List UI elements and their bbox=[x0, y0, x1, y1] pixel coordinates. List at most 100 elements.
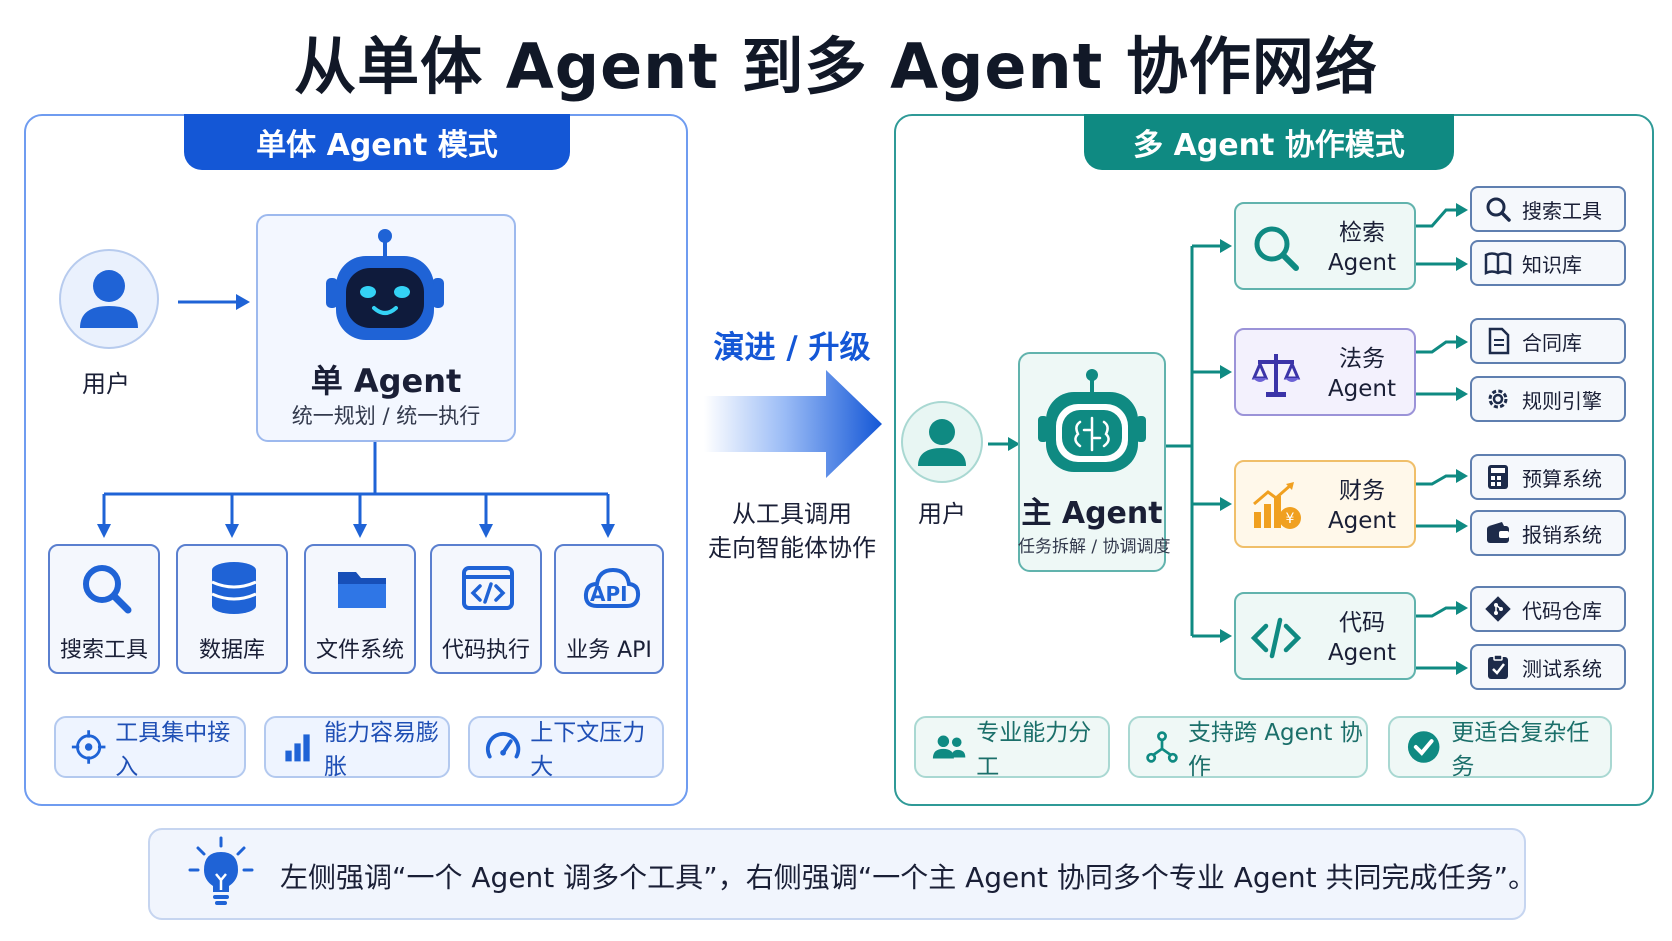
resource-label: 报销系统 bbox=[1522, 522, 1602, 547]
code-agent-card: 代码 Agent bbox=[1234, 592, 1416, 680]
agents-to-resources-connectors bbox=[1416, 203, 1468, 675]
tool-label: 数据库 bbox=[198, 638, 265, 663]
legal-agent-card: 法务 Agent bbox=[1234, 328, 1416, 416]
resource-reimbursement-system: 报销系统 bbox=[1470, 510, 1626, 556]
resource-label: 测试系统 bbox=[1522, 656, 1602, 681]
book-icon bbox=[1484, 252, 1512, 276]
tool-label: 搜索工具 bbox=[59, 638, 148, 663]
user-to-main-arrow bbox=[988, 437, 1020, 451]
single-agent-title: 单 Agent bbox=[310, 362, 462, 400]
evolution-label: 演进 / 升级 bbox=[713, 330, 871, 366]
page-title: 从单体 Agent 到多 Agent 协作网络 bbox=[294, 30, 1378, 103]
resource-label: 知识库 bbox=[1522, 252, 1582, 277]
api-badge: API bbox=[590, 582, 628, 606]
pill-label: 工具集中接入 bbox=[115, 720, 231, 780]
code-icon bbox=[1250, 617, 1302, 659]
brain-robot-icon bbox=[1034, 366, 1150, 478]
main-agent-title: 主 Agent bbox=[1021, 496, 1163, 531]
resource-label: 搜索工具 bbox=[1522, 198, 1602, 223]
resource-budget-system: 预算系统 bbox=[1470, 454, 1626, 500]
resource-knowledge-base: 知识库 bbox=[1470, 240, 1626, 286]
pill-label: 能力容易膨胀 bbox=[323, 720, 439, 780]
agent-name: 代码 bbox=[1339, 610, 1385, 636]
agent-type: Agent bbox=[1327, 250, 1397, 276]
tool-label: 文件系统 bbox=[315, 638, 404, 663]
user-avatar-icon bbox=[900, 400, 984, 484]
calculator-icon bbox=[1488, 465, 1508, 489]
summary-text: 左侧强调“一个 Agent 调多个工具”，右侧强调“一个主 Agent 协同多个… bbox=[280, 861, 1537, 894]
user-to-agent-arrow bbox=[178, 294, 250, 310]
pill-label: 专业能力分工 bbox=[976, 720, 1092, 780]
main-agent-subtitle: 任务拆解 / 协调调度 bbox=[1018, 537, 1171, 557]
user-avatar-icon bbox=[58, 248, 160, 350]
robot-icon bbox=[322, 226, 448, 348]
search-icon bbox=[1486, 197, 1511, 222]
retrieval-agent-card: 检索 Agent bbox=[1234, 202, 1416, 290]
resource-label: 代码仓库 bbox=[1522, 598, 1602, 623]
pill-complex-tasks: 更适合复杂任务 bbox=[1388, 716, 1612, 780]
evolution-caption-line1: 从工具调用 bbox=[732, 500, 852, 528]
pill-label: 上下文压力大 bbox=[530, 720, 646, 780]
check-circle-icon bbox=[1407, 731, 1440, 763]
tool-business-api: API 业务 API bbox=[554, 544, 664, 674]
git-icon bbox=[1485, 596, 1511, 622]
finance-chart-icon: ¥ bbox=[1253, 482, 1301, 529]
single-agent-tab: 单体 Agent 模式 bbox=[184, 114, 570, 170]
pill-label: 支持跨 Agent 协作 bbox=[1188, 720, 1363, 780]
agent-type: Agent bbox=[1327, 508, 1397, 534]
database-icon bbox=[211, 562, 257, 614]
gear-icon bbox=[1488, 389, 1508, 409]
folder-icon bbox=[338, 572, 386, 608]
pill-capability-bloat: 能力容易膨胀 bbox=[264, 716, 450, 780]
evolution-caption-line2: 走向智能体协作 bbox=[708, 534, 876, 562]
resource-label: 预算系统 bbox=[1522, 466, 1602, 491]
agent-type: Agent bbox=[1327, 640, 1397, 666]
agent-name: 财务 bbox=[1339, 478, 1385, 504]
pill-context-pressure: 上下文压力大 bbox=[468, 716, 664, 780]
agent-name: 检索 bbox=[1339, 220, 1385, 246]
wallet-icon bbox=[1487, 522, 1509, 543]
bar-chart-icon bbox=[285, 734, 310, 762]
api-cloud-icon bbox=[583, 567, 641, 608]
lightbulb-icon bbox=[186, 836, 256, 910]
svg-text:¥: ¥ bbox=[1286, 511, 1295, 527]
search-icon bbox=[1254, 226, 1299, 271]
tool-label: 业务 API bbox=[566, 638, 652, 663]
pill-centralized-access: 工具集中接入 bbox=[54, 716, 246, 780]
evolution-arrow-icon bbox=[704, 370, 882, 478]
tool-code-exec: 代码执行 bbox=[430, 544, 542, 674]
multi-agent-tab: 多 Agent 协作模式 bbox=[1084, 114, 1454, 170]
code-window-icon bbox=[462, 566, 514, 610]
main-to-agents-connectors bbox=[1166, 239, 1232, 643]
gauge-icon bbox=[485, 731, 521, 759]
resource-search-tool: 搜索工具 bbox=[1470, 186, 1626, 232]
resource-label: 规则引擎 bbox=[1522, 388, 1602, 413]
agent-type: Agent bbox=[1327, 376, 1397, 402]
scales-icon bbox=[1251, 354, 1301, 397]
tool-search: 搜索工具 bbox=[48, 544, 160, 674]
search-icon bbox=[83, 565, 132, 614]
resource-rule-engine: 规则引擎 bbox=[1470, 376, 1626, 422]
pill-specialization: 专业能力分工 bbox=[914, 716, 1110, 780]
network-icon bbox=[1146, 731, 1178, 763]
agent-name: 法务 bbox=[1339, 346, 1385, 372]
resource-test-system: 测试系统 bbox=[1470, 644, 1626, 690]
resource-label: 合同库 bbox=[1522, 330, 1582, 355]
pill-cross-agent: 支持跨 Agent 协作 bbox=[1128, 716, 1368, 780]
resource-code-repo: 代码仓库 bbox=[1470, 586, 1626, 632]
finance-agent-card: ¥ 财务 Agent bbox=[1234, 460, 1416, 548]
pill-label: 更适合复杂任务 bbox=[1451, 720, 1590, 780]
summary-banner bbox=[148, 828, 1526, 920]
target-icon bbox=[71, 730, 106, 764]
team-icon bbox=[932, 735, 966, 759]
tool-label: 代码执行 bbox=[441, 638, 530, 663]
tool-database: 数据库 bbox=[176, 544, 288, 674]
document-icon bbox=[1488, 327, 1510, 355]
right-user-label: 用户 bbox=[918, 500, 966, 528]
left-user-label: 用户 bbox=[82, 370, 130, 398]
tool-filesystem: 文件系统 bbox=[304, 544, 416, 674]
clipboard-check-icon bbox=[1488, 654, 1508, 679]
resource-contract-library: 合同库 bbox=[1470, 318, 1626, 364]
single-agent-subtitle: 统一规划 / 统一执行 bbox=[291, 404, 481, 428]
agent-to-tools-connectors bbox=[97, 442, 615, 538]
